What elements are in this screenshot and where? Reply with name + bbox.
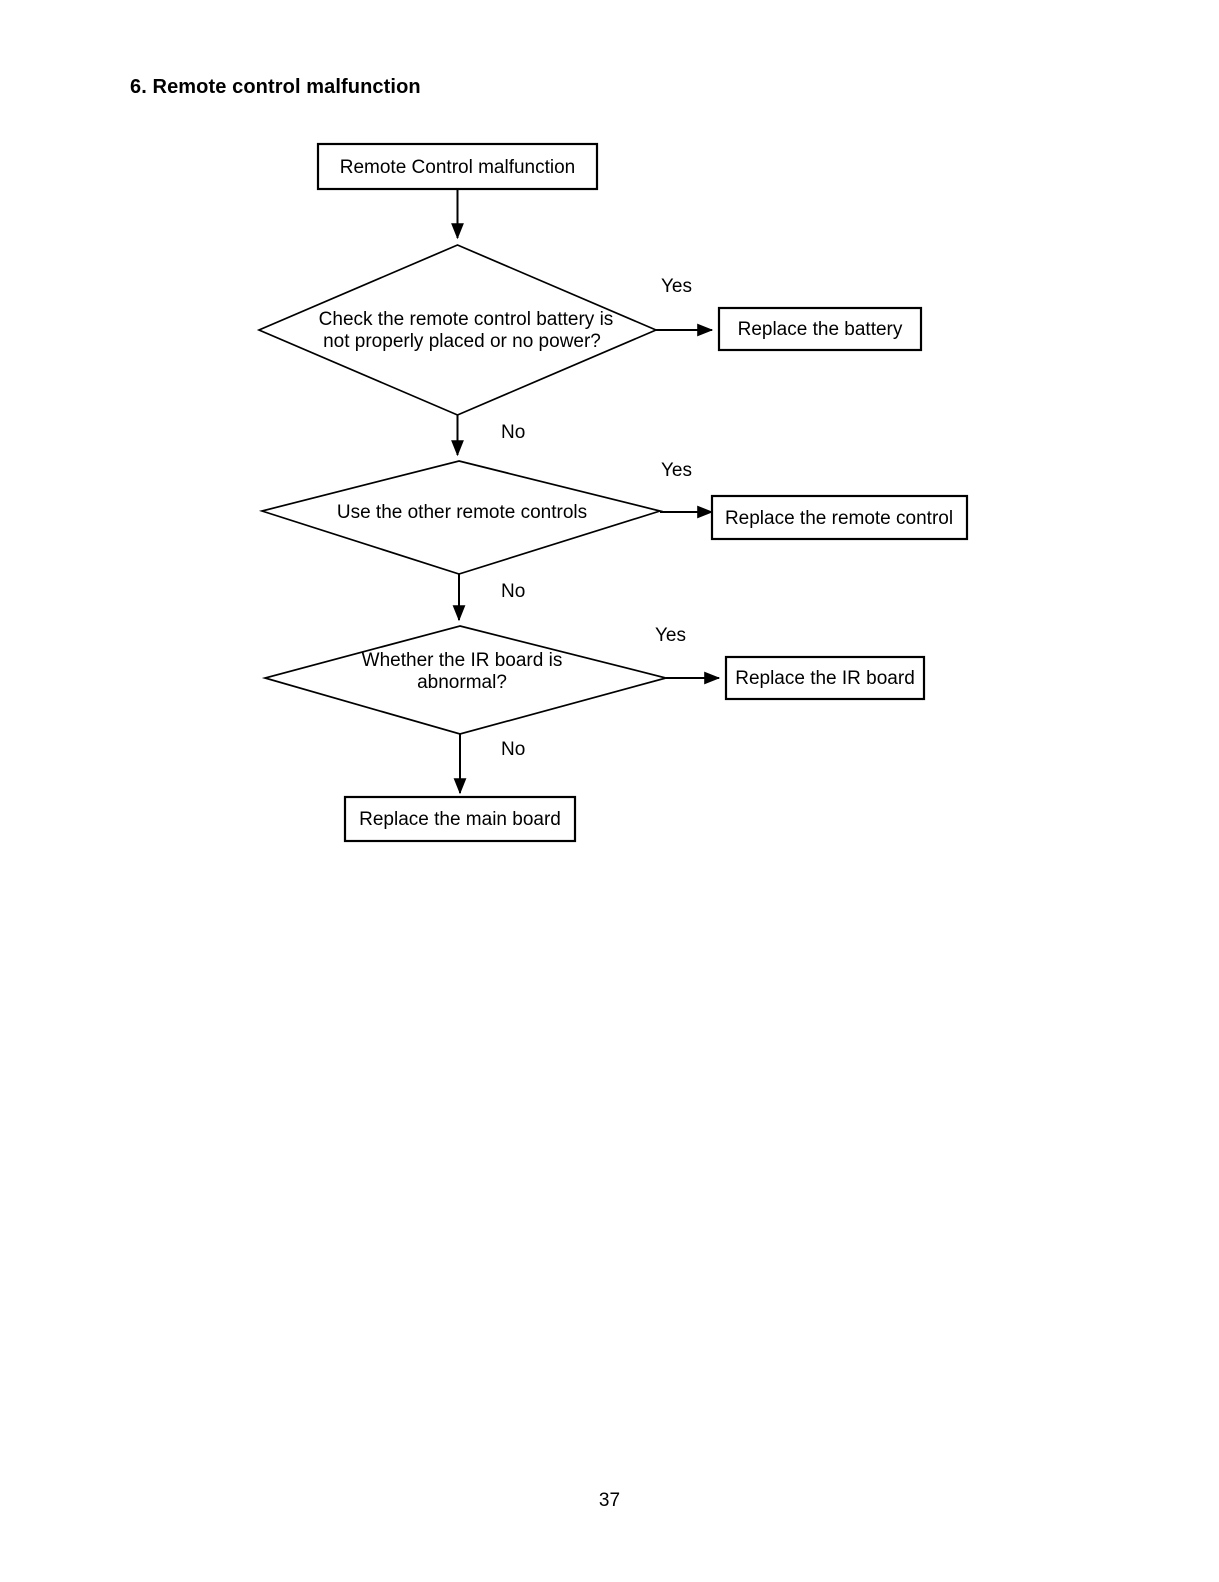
node-replace-remote-control: Replace the remote control bbox=[710, 494, 969, 541]
edge-label-no-1: No bbox=[501, 422, 525, 443]
node-decision-battery: Check the remote control battery is not … bbox=[256, 244, 659, 416]
edge-label-yes-1: Yes bbox=[661, 276, 692, 297]
replace-main-board-box bbox=[343, 795, 577, 843]
edge-label-no-2: No bbox=[501, 581, 525, 602]
start-box bbox=[316, 142, 599, 191]
replace-main-board-label: Replace the main board bbox=[359, 809, 561, 830]
replace-battery-label: Replace the battery bbox=[738, 319, 903, 340]
edge-label-no-3: No bbox=[501, 739, 525, 760]
node-replace-ir-board: Replace the IR board bbox=[724, 655, 926, 701]
flowchart: Remote Control malfunction Check the rem… bbox=[256, 142, 969, 843]
replace-ir-board-label: Replace the IR board bbox=[735, 668, 915, 689]
edge-label-yes-2: Yes bbox=[661, 460, 692, 481]
node-decision-other-remote: Use the other remote controls bbox=[258, 460, 664, 575]
replace-remote-control-label: Replace the remote control bbox=[725, 508, 953, 529]
replace-remote-control-box bbox=[710, 494, 969, 541]
node-decision-ir-board: Whether the IR board is abnormal? bbox=[261, 625, 670, 735]
start-box-label: Remote Control malfunction bbox=[340, 157, 576, 178]
edge-label-yes-3: Yes bbox=[655, 625, 686, 646]
node-replace-battery: Replace the battery bbox=[717, 306, 923, 352]
page-title: 6. Remote control malfunction bbox=[130, 76, 421, 98]
decision2-label-line1: Use the other remote controls bbox=[337, 502, 587, 523]
decision1-label-line1: Check the remote control battery is bbox=[319, 309, 614, 330]
node-start: Remote Control malfunction bbox=[316, 142, 599, 191]
decision3-label-line1: Whether the IR board is bbox=[362, 650, 563, 671]
decision1-diamond bbox=[256, 244, 659, 416]
replace-battery-box bbox=[717, 306, 923, 352]
node-replace-main-board: Replace the main board bbox=[343, 795, 577, 843]
decision1-label-line2: not properly placed or no power? bbox=[323, 331, 601, 352]
page-number: 37 bbox=[598, 1490, 621, 1511]
decision3-label-line2: abnormal? bbox=[417, 672, 507, 693]
replace-ir-board-box bbox=[724, 655, 926, 701]
